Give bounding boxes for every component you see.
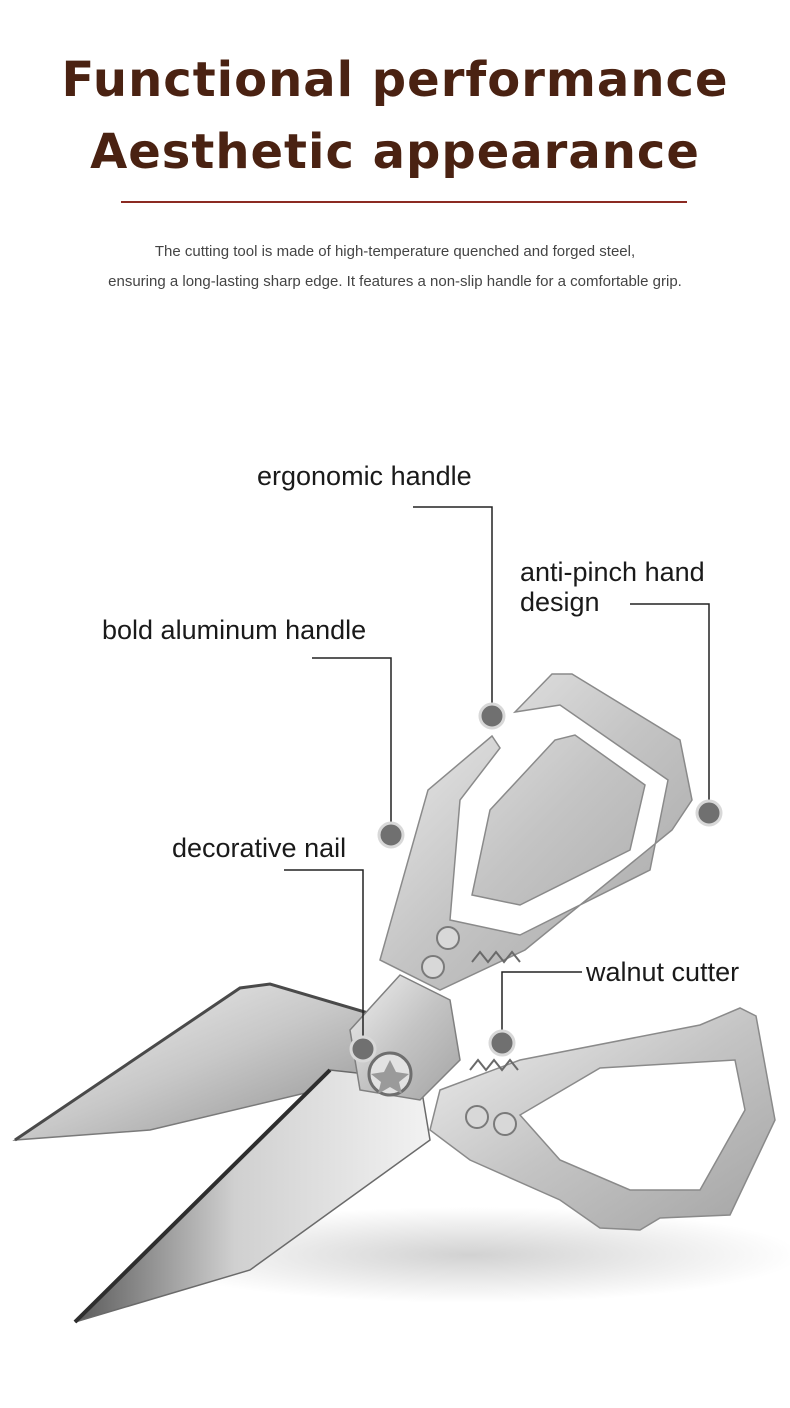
lower-handle-screw-left [465,1105,489,1129]
decorative-nail-emblem [371,1060,409,1094]
walnut-cutter-teeth-upper [471,950,521,964]
leader-line-bold-aluminum [312,657,392,835]
upper-blade-edge [14,982,386,1142]
upper-handle-screw-bottom [421,955,445,979]
upper-handle-screw-top [436,926,460,950]
marker-anti-pinch [695,799,723,827]
callout-ergonomic-handle: ergonomic handle [257,461,472,491]
leader-line-decorative-nail [284,869,364,1049]
headline-functional-performance: Functional performance [61,52,729,108]
callout-anti-pinch-line-1: anti-pinch hand [520,557,705,587]
leader-line-anti-pinch [630,603,710,813]
lower-handle-screw-right [493,1112,517,1136]
lower-handle [429,1007,776,1231]
description-line-2: ensuring a long-lasting sharp edge. It f… [108,273,682,290]
leader-line-walnut-cutter [501,971,582,1043]
walnut-cutter-teeth-lower [469,1058,519,1072]
marker-ergonomic-handle [478,702,506,730]
marker-walnut-cutter [488,1029,516,1057]
callout-decorative-nail: decorative nail [172,833,347,863]
headline-aesthetic-appearance: Aesthetic appearance [90,124,700,180]
lower-blade-edge [73,1068,332,1324]
callout-walnut-cutter: walnut cutter [586,957,740,987]
title-divider [121,201,687,203]
callout-bold-aluminum-handle: bold aluminum handle [102,615,367,645]
upper-handle [379,673,693,991]
marker-bold-aluminum [377,821,405,849]
leader-line-ergonomic-handle [413,506,493,716]
marker-decorative-nail [349,1035,377,1063]
description-line-1: The cutting tool is made of high-tempera… [154,243,636,260]
callout-anti-pinch-line-2: design [520,587,600,617]
